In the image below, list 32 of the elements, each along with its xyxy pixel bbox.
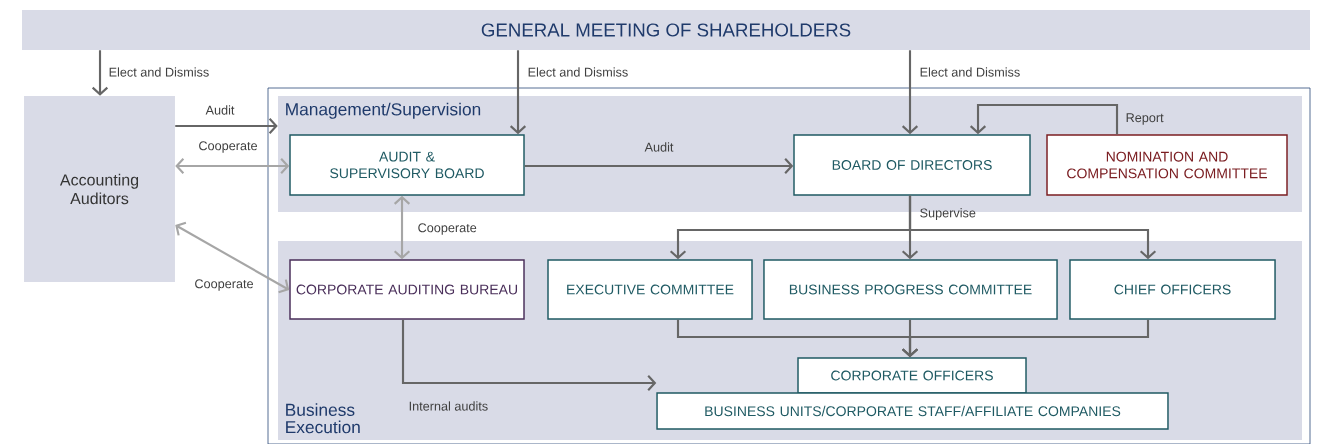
arrow [393,195,411,260]
process-box: AUDIT & SUPERVISORY BOARD [289,134,525,196]
process-box: CORPORATE AUDITING BUREAU [289,259,525,320]
arrow [908,195,1157,260]
auditor-box: Accounting Auditors [24,96,175,282]
process-box: CORPORATE OFFICERS [797,357,1027,394]
header-band: GENERAL MEETING OF SHAREHOLDERS [22,10,1310,50]
arrow [91,50,109,96]
arrow [509,50,527,135]
edge-label: Cooperate [199,141,257,153]
edge-label: Cooperate [195,279,253,291]
process-box: CHIEF OFFICERS [1069,259,1276,320]
process-box: EXECUTIVE COMMITTEE [547,259,753,320]
arrow [175,117,278,135]
committee-box: NOMINATION AND COMPENSATION COMMITTEE [1046,134,1288,196]
arrow [175,157,290,175]
edge-label: Elect and Dismiss [109,67,209,77]
edge-label: Elect and Dismiss [920,67,1020,77]
edge-label: Internal audits [409,401,488,411]
edge-label: Audit [644,142,674,152]
edge-label: Cooperate [418,223,477,235]
arrow [901,319,1150,358]
edge-label: Elect and Dismiss [528,67,628,77]
process-box: BOARD OF DIRECTORS [793,134,1031,196]
arrow [969,103,1119,135]
arrow [175,221,290,294]
edge-label: Audit [205,105,235,115]
process-box: BUSINESS PROGRESS COMMITTEE [763,259,1058,320]
arrow [524,157,794,175]
arrow [901,50,919,135]
arrow [401,319,657,392]
edge-label: Report [1126,113,1164,125]
